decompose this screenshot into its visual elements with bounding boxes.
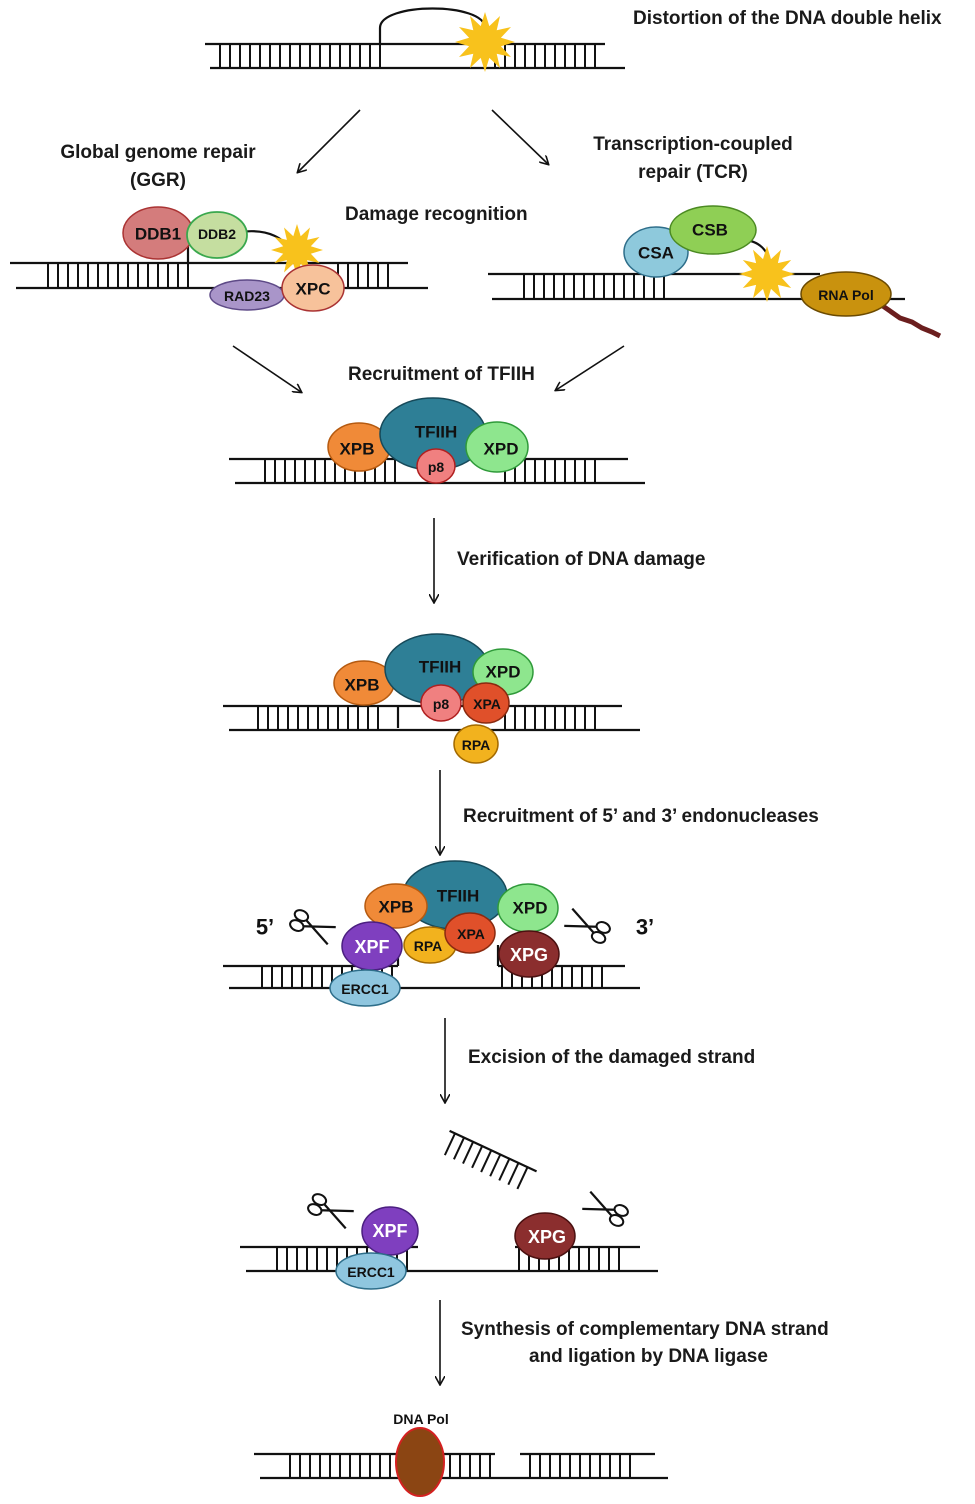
base-pair-rung: [480, 1149, 493, 1173]
csb-protein: [669, 205, 757, 255]
caption-recruitment-tfiih: Recruitment of TFIIH: [348, 364, 535, 385]
ddb1-label: DDB1: [135, 225, 181, 244]
xpc-label: XPC: [296, 280, 331, 299]
synthesis-dna: [254, 1452, 668, 1480]
p8-protein-2: [420, 684, 462, 722]
arrow-tcr-to-tfiih: [556, 345, 625, 390]
p8-protein-1: [416, 448, 456, 484]
ercc1-label-2: ERCC1: [347, 1264, 395, 1280]
base-pair-rung: [516, 1166, 529, 1190]
arrow-to-tcr: [491, 109, 548, 164]
caption-damage-recognition: Damage recognition: [345, 204, 528, 225]
xpg-label-2: XPG: [528, 1227, 566, 1247]
dna-pol-protein: [395, 1427, 445, 1497]
scissors-icon: [289, 909, 336, 946]
rna-pol-protein: [800, 271, 892, 317]
xpc-protein: [281, 264, 345, 312]
five-prime-end-label: 5’: [256, 915, 274, 940]
p8-label-2: p8: [433, 696, 450, 712]
caption-synthesis-line1: Synthesis of complementary DNA strand: [461, 1319, 829, 1340]
xpb-label-2: XPB: [345, 676, 380, 695]
csa-label: CSA: [638, 244, 674, 263]
xpf-label-1: XPF: [354, 937, 389, 957]
damage-star-ggr: [271, 224, 323, 276]
caption-synthesis-line2: and ligation by DNA ligase: [529, 1346, 768, 1367]
xpg-protein-2: [514, 1212, 576, 1260]
base-pair-rung: [462, 1141, 475, 1165]
caption-ggr-line1: Global genome repair: [60, 142, 256, 163]
damage-star: [455, 12, 515, 72]
caption-excision: Excision of the damaged strand: [468, 1047, 755, 1068]
xpa-protein-1: [462, 682, 510, 724]
xpa-label-2: XPA: [457, 926, 485, 942]
base-pair-rung: [507, 1162, 520, 1186]
caption-endonucleases: Recruitment of 5’ and 3’ endonucleases: [463, 806, 819, 827]
dna-pol-label: DNA Pol: [393, 1411, 448, 1427]
scissors-icon: [582, 1190, 629, 1227]
xpg-protein-1: [498, 930, 560, 978]
excision-dna: [240, 1245, 658, 1273]
rad23-label: RAD23: [224, 288, 270, 304]
rpa-label-2: RPA: [414, 938, 443, 954]
ddb2-label: DDB2: [198, 226, 236, 242]
damage-star-tcr: [739, 246, 795, 302]
caption-distortion: Distortion of the DNA double helix: [633, 8, 942, 29]
xpf-protein-2: [361, 1206, 419, 1256]
caption-ggr-line2: (GGR): [130, 170, 186, 191]
rna-pol-label: RNA Pol: [818, 287, 873, 303]
base-pair-rung: [453, 1137, 465, 1160]
scissors-icon: [307, 1193, 354, 1230]
distorted-dna-helix: [205, 7, 625, 70]
arrow-to-ggr: [298, 109, 361, 172]
xpd-label-3: XPD: [513, 899, 548, 918]
xpb-label-3: XPB: [379, 898, 414, 917]
xpb-label-1: XPB: [340, 440, 375, 459]
p8-label-1: p8: [428, 459, 445, 475]
xpg-label-1: XPG: [510, 945, 548, 965]
xpd-label-1: XPD: [484, 440, 519, 459]
three-prime-end-label: 3’: [636, 915, 654, 940]
base-pair-rung: [489, 1154, 502, 1177]
csa-protein: [623, 226, 689, 278]
xpa-protein-2: [444, 912, 496, 954]
rpa-label-1: RPA: [462, 737, 491, 753]
base-pair-rung: [498, 1158, 511, 1181]
caption-verification: Verification of DNA damage: [457, 549, 705, 570]
caption-tcr-line1: Transcription-coupled: [593, 134, 793, 155]
base-pair-rung: [471, 1145, 484, 1169]
ercc1-label-1: ERCC1: [341, 981, 389, 997]
ddb2-protein: [186, 211, 248, 259]
ercc1-protein-1: [329, 969, 401, 1007]
excised-fragment: [443, 1129, 538, 1190]
caption-tcr-line2: repair (TCR): [638, 162, 748, 183]
tfiih-label-1: TFIIH: [415, 423, 458, 442]
xpd-protein-1: [465, 421, 529, 473]
xpf-label-2: XPF: [372, 1221, 407, 1241]
verification-dna: [223, 704, 640, 732]
tfiih-label-2: TFIIH: [419, 658, 462, 677]
rpa-protein-1: [453, 724, 499, 764]
xpa-label-1: XPA: [473, 696, 501, 712]
base-pair-rung: [443, 1132, 456, 1156]
csb-label: CSB: [692, 221, 728, 240]
xpb-protein-3: [364, 883, 428, 929]
tfiih-label-3: TFIIH: [437, 887, 480, 906]
arrow-ggr-to-tfiih: [232, 345, 301, 392]
ercc1-protein-2: [335, 1252, 407, 1290]
xpd-label-2: XPD: [486, 663, 521, 682]
scissors-icon: [564, 907, 611, 944]
